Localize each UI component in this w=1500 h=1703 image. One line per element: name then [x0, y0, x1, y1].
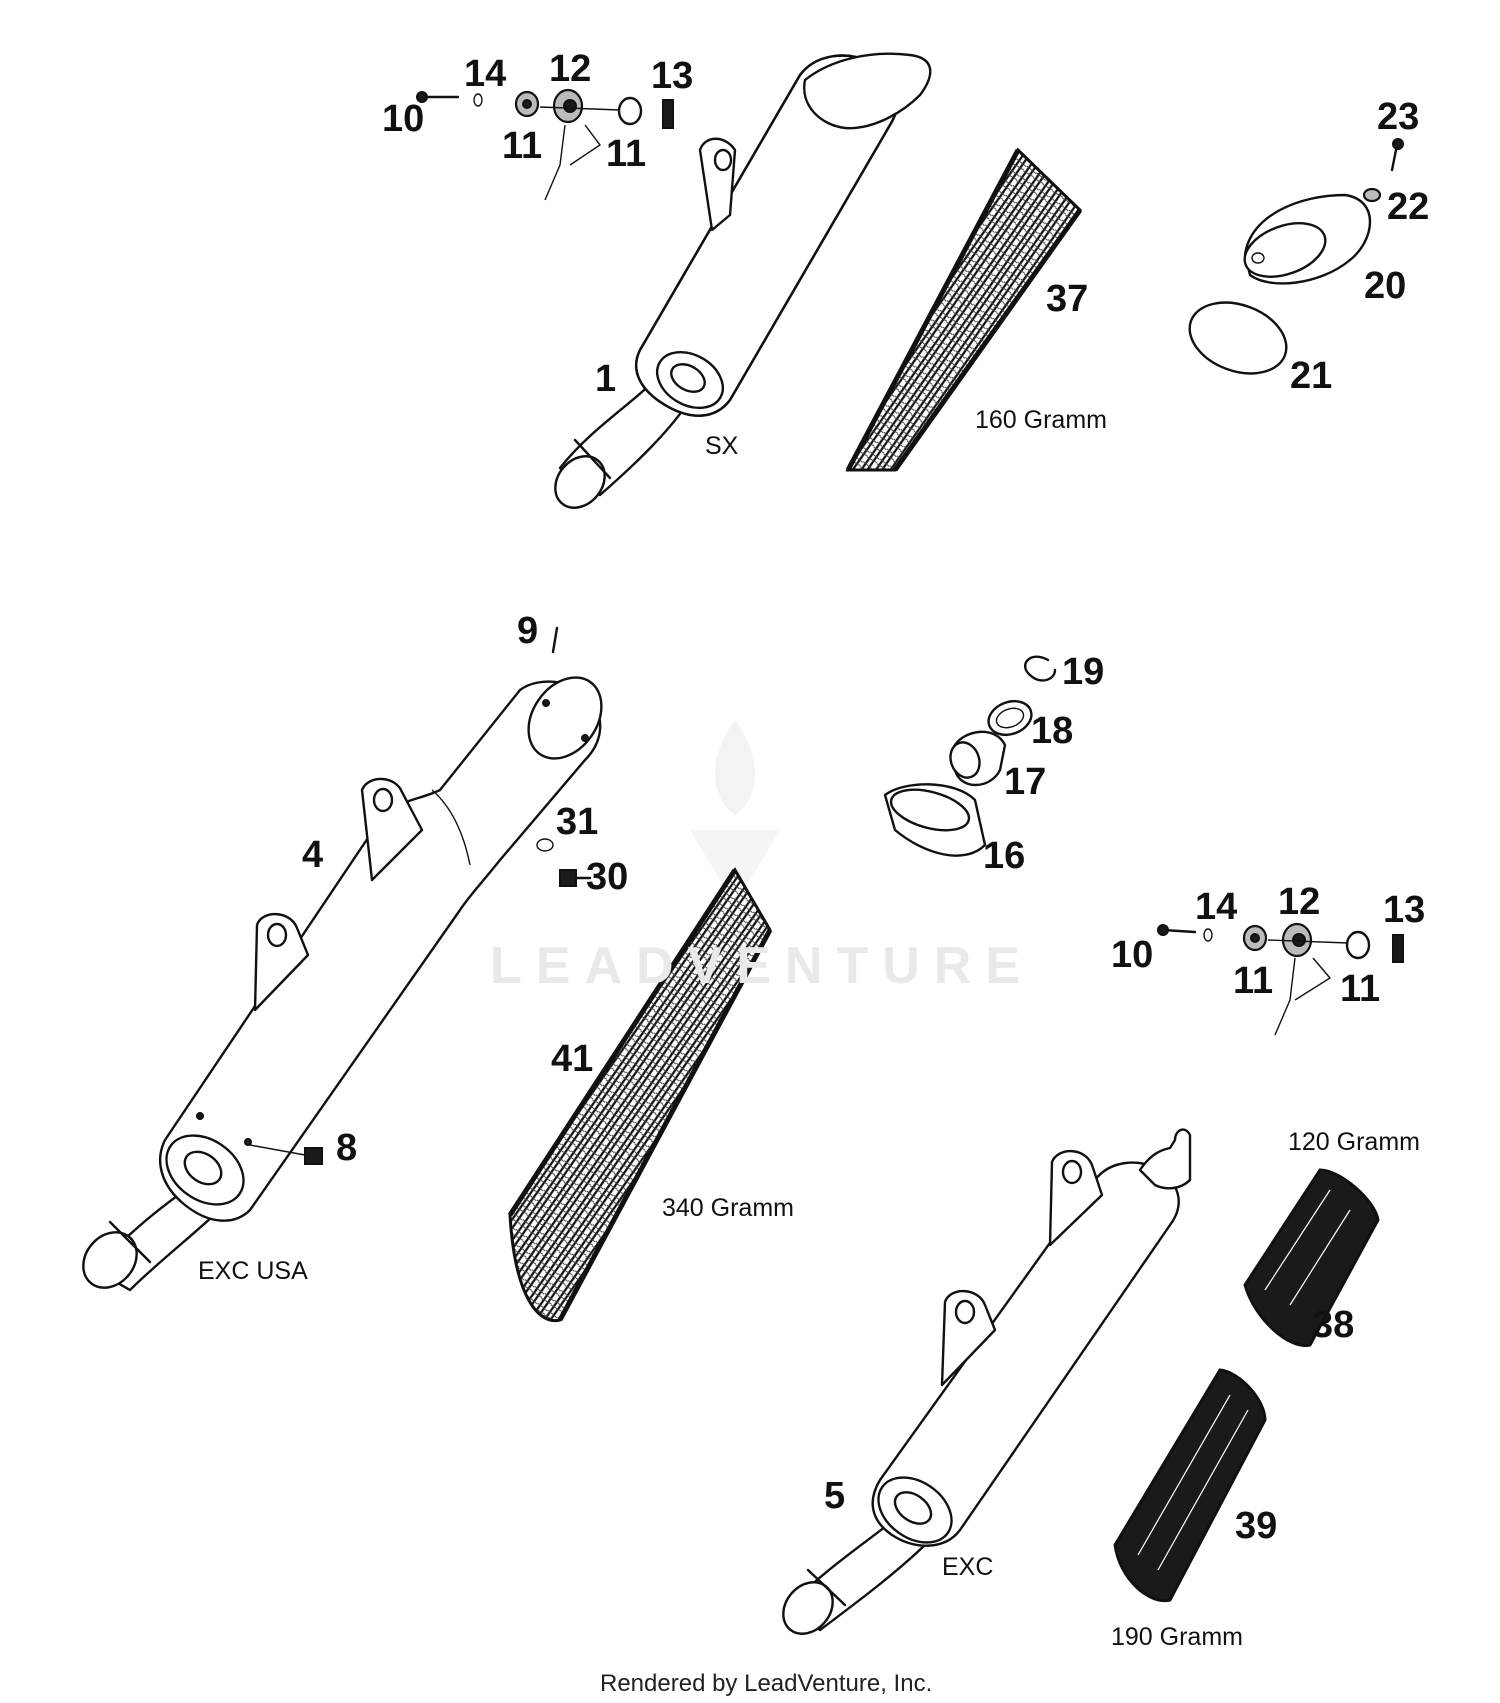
callout-13: 13 — [651, 55, 694, 97]
end-cap-group — [1188, 138, 1404, 375]
callout-31: 31 — [556, 801, 599, 843]
callout-8: 8 — [336, 1127, 358, 1169]
callout-30: 30 — [586, 856, 629, 898]
callout-23: 23 — [1377, 96, 1420, 138]
packing-part-41 — [507, 867, 773, 1323]
callout-14: 14 — [464, 53, 507, 95]
packing-part-37 — [845, 147, 1083, 472]
callout-4: 4 — [302, 834, 324, 876]
weight-note-340: 340 Gramm — [662, 1194, 794, 1222]
model-label-exc-usa: EXC USA — [198, 1257, 308, 1285]
exc-usa-muffler-part-4 — [82, 676, 603, 1292]
callout-9: 9 — [517, 610, 539, 652]
callout-5: 5 — [824, 1475, 846, 1517]
callout-10: 10 — [382, 98, 425, 140]
callout-16: 16 — [983, 835, 1026, 877]
sx-muffler-part-1 — [554, 52, 932, 509]
watermark-text: LEADVENTURE — [490, 937, 1035, 995]
hardware-group-right — [1157, 922, 1404, 1036]
packing-part-39 — [1113, 1368, 1267, 1603]
packing-part-38 — [1243, 1168, 1380, 1348]
callout-37: 37 — [1046, 278, 1089, 320]
callout-11: 11 — [1233, 960, 1274, 1002]
callout-11: 11 — [1340, 968, 1381, 1010]
callout-10: 10 — [1111, 934, 1154, 976]
callout-11: 11 — [502, 125, 543, 167]
callout-21: 21 — [1290, 355, 1333, 397]
callout-22: 22 — [1387, 186, 1430, 228]
weight-note-160: 160 Gramm — [975, 406, 1107, 434]
callout-17: 17 — [1004, 761, 1047, 803]
callout-19: 19 — [1062, 651, 1105, 693]
small-parts-middle — [304, 626, 592, 1165]
footer-credit: Rendered by LeadVenture, Inc. — [600, 1670, 933, 1697]
callout-18: 18 — [1031, 710, 1074, 752]
end-cap-group-middle — [883, 655, 1057, 857]
callout-12: 12 — [549, 48, 592, 90]
callout-11: 11 — [606, 133, 647, 175]
weight-note-190: 190 Gramm — [1111, 1623, 1243, 1651]
model-label-sx: SX — [705, 432, 739, 460]
model-label-exc: EXC — [942, 1553, 994, 1581]
callout-14: 14 — [1195, 886, 1238, 928]
weight-note-120: 120 Gramm — [1288, 1128, 1420, 1156]
callout-39: 39 — [1235, 1505, 1278, 1547]
callout-38: 38 — [1312, 1304, 1355, 1346]
callout-41: 41 — [551, 1038, 594, 1080]
hardware-group-top — [416, 88, 674, 201]
callout-20: 20 — [1364, 265, 1407, 307]
callout-1: 1 — [595, 358, 617, 400]
callout-13: 13 — [1383, 889, 1426, 931]
exc-muffler-part-5 — [782, 1128, 1192, 1635]
callout-12: 12 — [1278, 881, 1321, 923]
